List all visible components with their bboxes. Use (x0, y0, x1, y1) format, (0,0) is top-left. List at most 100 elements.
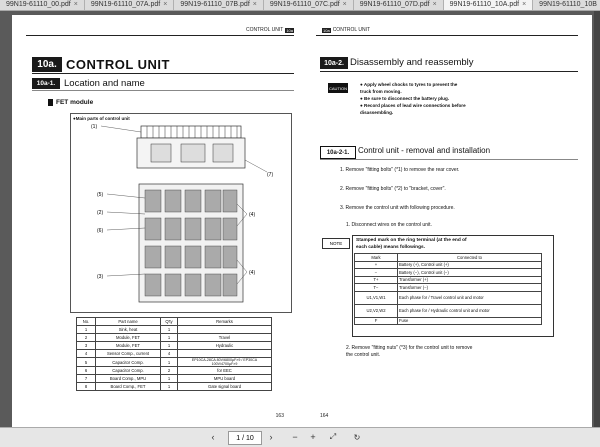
table-cell: Fuse (397, 316, 542, 325)
section-chip: 10a. (32, 57, 62, 72)
table-cell: Battery (−), Control unit (−) (397, 268, 542, 277)
fit-page-icon[interactable]: ⤢ (329, 432, 337, 441)
caution-label: CAUTION (329, 85, 347, 91)
diagram-label: (7) (267, 172, 273, 178)
table-cell: Capacitor Comp. (95, 357, 161, 367)
bullet-marker (48, 99, 53, 106)
tab-label: 99N19-61110_07C.pdf (269, 1, 340, 8)
table-header: Connected to (397, 253, 542, 262)
table-cell: Module, FET (95, 333, 161, 342)
tab-3[interactable]: 99N19-61110_07C.pdf× (264, 0, 354, 10)
table-header: Mark (354, 253, 398, 262)
tab-label: 99N19-61110_07A.pdf (90, 1, 161, 8)
running-header: 10a CONTROL UNIT (322, 27, 370, 33)
table-cell: 3 (76, 341, 96, 350)
page-163: CONTROL UNIT 10a 10a. CONTROL UNIT 10a-1… (12, 15, 302, 427)
connection-table: Mark Connected to +Battery (+), Control … (354, 253, 542, 325)
close-icon[interactable]: × (163, 1, 168, 8)
next-page-icon[interactable]: › (269, 432, 273, 442)
table-cell: 1 (160, 382, 178, 391)
caution-icon: CAUTION (328, 83, 348, 93)
tab-5[interactable]: 99N19-61110_10A.pdf× (443, 0, 534, 10)
table-cell: F (354, 316, 398, 325)
page-number: 163 (275, 413, 284, 419)
table-cell: 4 (160, 349, 178, 358)
table-cell: Module, FET (95, 341, 161, 350)
table-cell: Travel (177, 333, 272, 342)
tab-label: 99N19-61110_07D.pdf (359, 1, 430, 8)
diagram-caption: ●Main parts of control unit (73, 116, 130, 121)
table-cell: Hydraulic (177, 341, 272, 350)
table-cell: T− (354, 283, 398, 292)
close-icon[interactable]: × (73, 1, 78, 8)
table-cell: Transformer (+) (397, 275, 542, 284)
table-header: Q'ty (160, 317, 178, 326)
control-unit-diagram: ●Main parts of control unit (70, 113, 292, 313)
close-icon[interactable]: × (342, 1, 347, 8)
close-icon[interactable]: × (432, 1, 437, 8)
page-number-input[interactable]: 1 / 10 (228, 431, 262, 445)
table-cell: Each phase for / Hydraulic control unit … (397, 303, 542, 318)
page-164: 10a CONTROL UNIT 10a-2. Disassembly and … (302, 15, 592, 427)
table-cell: Each phase for / Travel control unit and… (397, 290, 542, 305)
table-cell: U1,V1,W1 (354, 290, 398, 305)
diagram-label: (2) (97, 210, 103, 216)
section-title: CONTROL UNIT (66, 57, 170, 72)
tab-0[interactable]: 99N19-61110_00.pdf× (0, 0, 85, 10)
note-text: each cable) means followings. (356, 245, 426, 250)
header-rule (316, 35, 578, 36)
rotate-icon[interactable]: ↻ (353, 432, 361, 442)
tab-label: 99N19-61110_10B (539, 1, 597, 8)
subsection-rule (32, 90, 294, 91)
table-cell: Gate signal board (177, 382, 272, 391)
table-cell: 8 (76, 382, 96, 391)
document-viewer[interactable]: CONTROL UNIT 10a 10a. CONTROL UNIT 10a-1… (0, 11, 600, 427)
subsection-title: Control unit - removal and installation (358, 146, 491, 155)
close-icon[interactable]: × (252, 1, 257, 8)
bottom-toolbar: ‹ 1 / 10 › − + ⤢ ↻ (0, 427, 600, 447)
table-cell: − (354, 268, 398, 277)
procedure-step: 2. Remove "fitting bolts" (*2) to "brack… (340, 186, 446, 192)
tab-label: 99N19-61110_10A.pdf (449, 1, 520, 8)
tab-bar: 99N19-61110_00.pdf× 99N19-61110_07A.pdf×… (0, 0, 600, 11)
tab-1[interactable]: 99N19-61110_07A.pdf× (85, 0, 175, 10)
caution-line: ● Record places of lead wire connections… (360, 103, 466, 108)
zoom-in-icon[interactable]: + (310, 432, 316, 442)
procedure-step: 3. Remove the control unit with followin… (340, 205, 455, 211)
header-text: CONTROL UNIT (245, 27, 284, 33)
note-label: NOTE (329, 241, 343, 246)
previous-page-icon[interactable]: ‹ (211, 432, 215, 442)
procedure-substep: 1. Disconnect wires on the control unit. (346, 222, 432, 228)
table-cell: for EEC (177, 366, 272, 375)
header-text: CONTROL UNIT (332, 27, 371, 33)
table-cell: Capacitor Comp. (95, 366, 161, 375)
tab-6[interactable]: 99N19-61110_10B (533, 0, 600, 10)
scrollbar[interactable] (594, 11, 600, 427)
section-chip: 10a-2. (320, 57, 348, 69)
section-title: Disassembly and reassembly (350, 57, 474, 68)
close-icon[interactable]: × (522, 1, 527, 8)
header-chip: 10a (285, 27, 294, 33)
page-number: 164 (320, 413, 329, 419)
tab-4[interactable]: 99N19-61110_07D.pdf× (354, 0, 444, 10)
tab-2[interactable]: 99N19-61110_07B.pdf× (174, 0, 264, 10)
diagram-illustration: (1) (7) (5) (2) (6) (4) (3) (4) (91, 124, 273, 303)
diagram-label: (4) (249, 270, 255, 276)
table-cell: 1 (76, 325, 96, 334)
diagram-label: (4) (249, 212, 255, 218)
table-cell: 7 (76, 374, 96, 383)
caution-line: ● Be sure to disconnect the battery plug… (360, 96, 450, 101)
caution-line: truck from moving. (360, 89, 402, 94)
table-cell: Board Comp., FET (95, 382, 161, 391)
table-cell: 4 (76, 349, 96, 358)
page-total: / 10 (242, 434, 254, 442)
diagram-label: (5) (97, 192, 103, 198)
zoom-out-icon[interactable]: − (292, 432, 298, 442)
table-header: Part name (95, 317, 161, 326)
